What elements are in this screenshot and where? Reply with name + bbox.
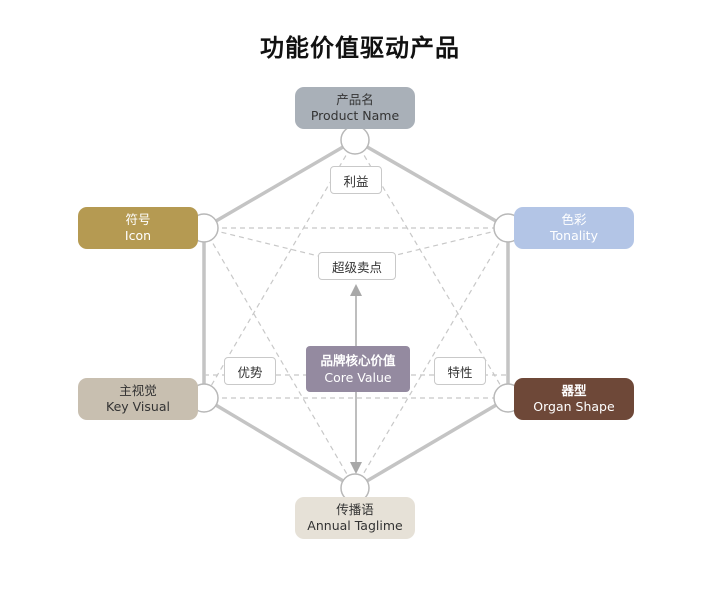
node-annual-tagline-en: Annual Taglime — [307, 518, 403, 533]
diagram-title: 功能价值驱动产品 — [260, 34, 460, 62]
node-product-name-zh: 产品名 — [336, 92, 374, 107]
node-icon-zh: 符号 — [125, 212, 151, 227]
node-organ-shape: 器型 Organ Shape — [514, 378, 634, 420]
node-annual-tagline-zh: 传播语 — [336, 502, 374, 517]
node-organ-shape-en: Organ Shape — [533, 399, 615, 414]
tag-super-selling-point: 超级卖点 — [318, 252, 396, 280]
tag-benefit: 利益 — [330, 166, 382, 194]
node-icon-en: Icon — [124, 228, 152, 243]
tag-feature: 特性 — [434, 357, 486, 385]
node-product-name-en: Product Name — [310, 108, 400, 123]
node-tonality-en: Tonality — [550, 228, 598, 243]
node-tonality: 色彩 Tonality — [514, 207, 634, 249]
node-icon: 符号 Icon — [78, 207, 198, 249]
core-value-en: Core Value — [324, 370, 392, 385]
core-value-zh: 品牌核心价值 — [320, 353, 396, 368]
tag-advantage: 优势 — [224, 357, 276, 385]
node-key-visual-zh: 主视觉 — [119, 383, 157, 398]
node-product-name: 产品名 Product Name — [295, 87, 415, 129]
node-annual-tagline: 传播语 Annual Taglime — [295, 497, 415, 539]
node-key-visual: 主视觉 Key Visual — [78, 378, 198, 420]
node-tonality-zh: 色彩 — [561, 212, 587, 227]
vertex-top — [340, 125, 370, 155]
core-value-box: 品牌核心价值 Core Value — [306, 346, 410, 392]
node-key-visual-en: Key Visual — [106, 399, 170, 414]
node-organ-shape-zh: 器型 — [561, 383, 587, 398]
